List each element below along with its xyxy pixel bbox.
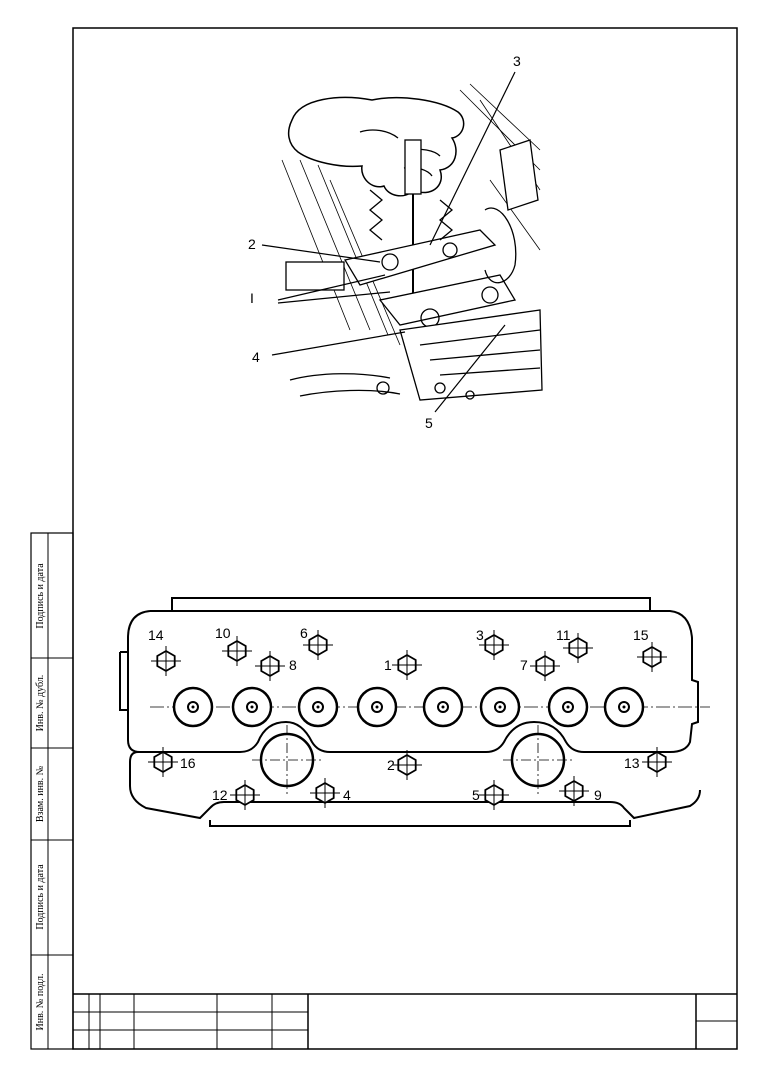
valve-hole-dot-2 xyxy=(250,705,254,709)
bolt-7: 7 xyxy=(520,651,560,681)
bolt-number-13: 13 xyxy=(624,755,640,771)
valve-hole-dot-1 xyxy=(191,705,195,709)
callout-4: 4 xyxy=(252,349,260,365)
bolt-13: 13 xyxy=(624,747,672,777)
callout-3: 3 xyxy=(513,53,521,69)
bolt-number-10: 10 xyxy=(215,625,231,641)
side-cell-label-3: Взам. инв. № xyxy=(35,766,46,822)
callout-I: I xyxy=(250,290,254,306)
bolt-number-14: 14 xyxy=(148,627,164,643)
bolt-16: 16 xyxy=(148,747,196,777)
callout-2: 2 xyxy=(248,236,256,252)
bolt-8: 8 xyxy=(255,651,297,681)
bolt-number-7: 7 xyxy=(520,657,528,673)
bolt-number-9: 9 xyxy=(594,787,602,803)
boss-2 xyxy=(510,732,566,788)
bolt-number-3: 3 xyxy=(476,627,484,643)
bolt-15: 15 xyxy=(633,627,667,672)
bolt-number-15: 15 xyxy=(633,627,649,643)
bolt-10: 10 xyxy=(215,625,252,666)
bolt-number-16: 16 xyxy=(180,755,196,771)
callout-5: 5 xyxy=(425,415,433,431)
large-bosses xyxy=(252,725,573,795)
bolt-number-6: 6 xyxy=(300,625,308,641)
valve-hole-dot-8 xyxy=(622,705,626,709)
bolt-5: 5 xyxy=(472,780,509,810)
valve-hole-dot-6 xyxy=(498,705,502,709)
head-top-flange xyxy=(171,597,651,611)
bolt-number-4: 4 xyxy=(343,787,351,803)
bolt-number-12: 12 xyxy=(212,787,228,803)
bolt-1: 1 xyxy=(384,650,422,680)
side-cell-label-1: Подпись и дата xyxy=(35,563,46,629)
bolt-4: 4 xyxy=(310,778,351,808)
side-cell-label-4: Подпись и дата xyxy=(35,864,46,930)
bolt-6: 6 xyxy=(300,625,333,660)
valve-adjustment-illustration xyxy=(262,74,543,434)
valve-hole-dot-3 xyxy=(316,705,320,709)
title-block xyxy=(73,993,737,1049)
bolt-3: 3 xyxy=(476,627,509,660)
side-strip-frame xyxy=(30,532,74,1050)
bolt-number-1: 1 xyxy=(384,657,392,673)
valve-hole-dot-7 xyxy=(566,705,570,709)
bolt-number-11: 11 xyxy=(556,627,571,643)
screwdriver-handle xyxy=(404,139,422,195)
illustration-callouts xyxy=(261,71,516,413)
bolt-number-2: 2 xyxy=(387,757,395,773)
bolt-2: 2 xyxy=(387,750,422,780)
valve-hole-dot-4 xyxy=(375,705,379,709)
bolt-14: 14 xyxy=(148,627,181,676)
valve-holes xyxy=(172,686,645,728)
bolt-12: 12 xyxy=(212,780,260,810)
cylinder-head-diagram xyxy=(119,597,701,827)
bolt-9: 9 xyxy=(559,776,602,806)
side-cell-label-2: Инв. № дубл. xyxy=(35,675,46,732)
side-cell-label-5: Инв. № подл. xyxy=(35,974,46,1031)
bolt-11: 11 xyxy=(556,627,593,663)
head-outline xyxy=(129,610,701,820)
side-strip: Подпись и дата Инв. № дубл. Взам. инв. №… xyxy=(30,532,74,1050)
valve-hole-dot-5 xyxy=(441,705,445,709)
bolt-number-5: 5 xyxy=(472,787,480,803)
boss-1 xyxy=(259,732,315,788)
bolt-number-8: 8 xyxy=(289,657,297,673)
cylinder-head-block xyxy=(399,309,543,401)
